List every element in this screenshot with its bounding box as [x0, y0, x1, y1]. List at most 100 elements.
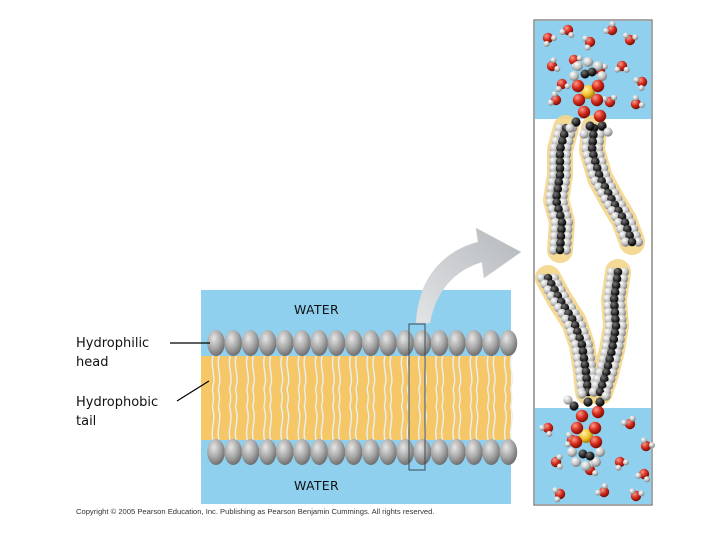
hydrogen-atom — [574, 367, 585, 377]
lipid-head — [310, 330, 329, 356]
lipid-head — [241, 439, 260, 465]
hydrogen-atom — [547, 177, 557, 187]
water-hydrogen — [582, 35, 589, 42]
hydrogen-atom — [581, 137, 591, 147]
water-hydrogen — [546, 430, 553, 437]
lipid-tail — [297, 355, 301, 399]
water-hydrogen — [644, 476, 650, 483]
lipid-tail — [217, 397, 221, 441]
lipid-tail — [303, 355, 307, 399]
hydrogen-atom — [584, 346, 595, 356]
lipid-tail — [441, 355, 445, 399]
oxygen-atom — [588, 421, 602, 435]
hydrogen-atom — [563, 224, 573, 234]
water-hydrogen — [609, 21, 616, 28]
water-hydrogen — [559, 29, 566, 36]
lipid-tail — [441, 397, 445, 441]
water-hydrogen — [547, 99, 554, 106]
water-hydrogen — [614, 66, 621, 73]
hydrogen-atom — [548, 163, 559, 174]
hydrogen-atom — [562, 238, 572, 248]
lipid-tail — [458, 355, 462, 399]
lipid-tail — [228, 397, 232, 441]
carbon-atom — [553, 184, 563, 194]
hydrogen-atom — [561, 170, 572, 181]
water-label-top: WATER — [294, 302, 339, 317]
lipid-tail — [469, 397, 473, 441]
phosphorus-atom — [579, 429, 593, 443]
hydrogen-atom — [617, 287, 627, 297]
water-hydrogen — [551, 91, 558, 98]
carbon-atom — [610, 287, 620, 297]
lipid-tail — [435, 355, 439, 399]
lipid-tail — [417, 355, 421, 399]
hydrophilic-heads-bottom — [207, 439, 518, 465]
hydrogen-atom — [562, 143, 572, 153]
water-hydrogen — [635, 472, 642, 479]
water-hydrogen — [633, 77, 640, 84]
water-hydrogen — [648, 442, 655, 449]
lipid-head — [327, 330, 346, 356]
hydrogen-atom — [616, 307, 627, 318]
carbon-atom — [588, 137, 598, 146]
lipid-tail — [331, 355, 335, 399]
hydrogen-atom — [620, 237, 631, 247]
water-hydrogen — [623, 66, 630, 73]
lipid-tail — [389, 397, 393, 441]
hydrogen-atom — [583, 57, 593, 67]
hydrogen-atom — [633, 237, 644, 247]
water-hydrogen — [622, 459, 629, 466]
lipid-tail — [263, 355, 267, 399]
water-hydrogen — [603, 27, 610, 34]
hydrophilic-heads-top — [207, 330, 518, 356]
lipid-head — [258, 330, 277, 356]
carbon-atom — [577, 340, 587, 349]
lipid-head — [430, 439, 449, 465]
lipid-head — [362, 330, 380, 356]
hydrogen-atom — [573, 360, 584, 370]
carbon-atom — [612, 274, 622, 284]
lipid-tail — [245, 355, 249, 399]
phosphorus-atom — [581, 85, 595, 99]
hydrogen-atom — [558, 191, 568, 201]
lipid-head — [396, 330, 415, 356]
hydrogen-atom — [549, 231, 560, 241]
hydrogen-atom — [561, 150, 572, 160]
water-hydrogen — [550, 57, 557, 64]
hydrogen-atom — [549, 238, 559, 248]
water-hydrogen — [601, 483, 608, 490]
carbon-atom — [613, 267, 623, 277]
lipid-tail — [263, 397, 267, 441]
hydrogen-atom — [562, 231, 573, 241]
lipid-head — [224, 439, 242, 465]
lipid-tail — [337, 397, 341, 441]
water-oxygen — [640, 440, 652, 452]
hydrophobic-label-line2: tail — [76, 414, 97, 429]
lipid-tail — [509, 355, 513, 399]
carbon-atom — [581, 367, 591, 376]
lipid-tail — [475, 355, 479, 399]
lipid-tail — [383, 397, 387, 441]
carbon-atom — [557, 218, 567, 227]
water-oxygen — [598, 486, 610, 498]
water-oxygen — [614, 456, 626, 468]
carbon-atom — [582, 374, 591, 383]
water-hydrogen — [555, 85, 562, 92]
hydrogen-atom — [571, 346, 582, 356]
lipid-head — [241, 330, 260, 356]
oxygen-atom — [571, 79, 585, 93]
lipid-head — [344, 439, 363, 465]
water-hydrogen — [564, 441, 571, 448]
lipid-tail — [251, 397, 255, 441]
lipid-tail — [503, 397, 507, 441]
carbon-atom — [597, 381, 607, 390]
hydrogen-atom — [572, 353, 583, 363]
oxygen-atom — [591, 79, 605, 93]
hydrogen-atom — [583, 340, 593, 350]
lipid-tail — [475, 397, 479, 441]
lipid-tail — [355, 397, 359, 441]
lipid-head — [327, 439, 346, 465]
lipid-tail — [320, 355, 324, 399]
lipid-tail — [211, 355, 215, 399]
hydrogen-atom — [581, 461, 591, 471]
